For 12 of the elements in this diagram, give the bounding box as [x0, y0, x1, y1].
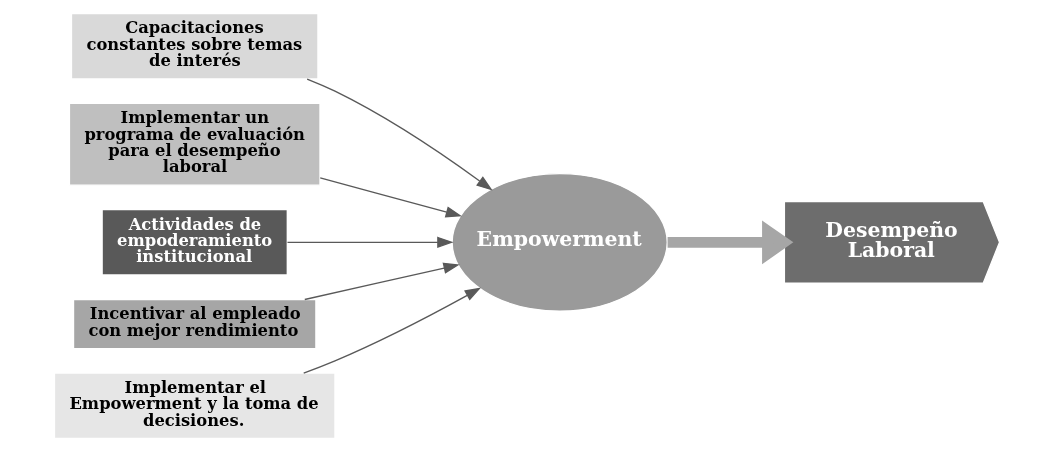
arrow	[302, 287, 481, 374]
node-box: Actividades de empoderamiento institucional	[100, 209, 288, 276]
arrow	[305, 78, 493, 191]
node-box: Capacitaciones constantes sobre temas de interés	[70, 12, 319, 80]
arrow	[303, 262, 460, 301]
arrow	[319, 177, 462, 218]
node-ellipse: Empowerment	[450, 172, 668, 312]
node-box: Implementar el Empowerment y la toma de decisiones.	[53, 372, 336, 440]
arrow	[286, 236, 454, 249]
node-box: Implementar un programa de evaluación para el desempeño laboral	[68, 102, 321, 186]
arrow	[667, 220, 793, 265]
node-box: Incentivar al empleado con mejor rendimiento	[72, 298, 317, 350]
